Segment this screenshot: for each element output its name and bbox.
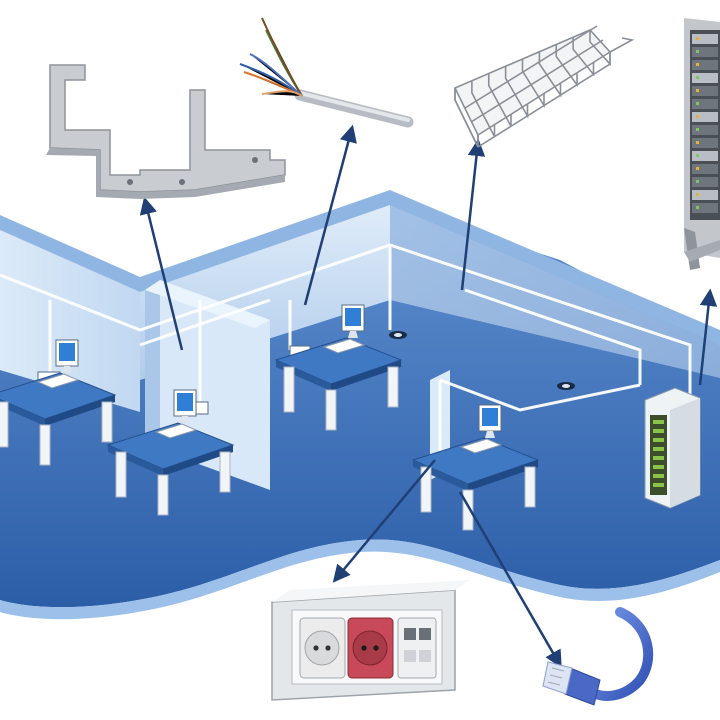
monitor-icon: [154, 389, 198, 439]
twisted-pair-cable-icon: [239, 17, 414, 128]
cable-bracket-icon: [46, 64, 286, 199]
network-outlet-icon: [271, 580, 470, 701]
monitor-icon: [36, 339, 80, 389]
arrow-to-rack: [698, 288, 718, 386]
workstation: [274, 304, 403, 431]
wire-mesh-tray-icon: [453, 25, 635, 148]
server-rack-icon: [684, 18, 720, 270]
callout-arrows: [139, 124, 718, 669]
arrow-to-tray: [460, 138, 486, 291]
workstation: [106, 389, 235, 516]
distribution-cabinet: [644, 387, 701, 509]
arrow-to-cable: [303, 124, 357, 306]
cable-routes: [0, 243, 692, 455]
arrow-to-plug: [458, 491, 562, 669]
floor-outlets: [389, 331, 575, 390]
arrow-to-bracket: [139, 196, 184, 351]
monitor-icon: [322, 304, 366, 354]
office-walls: [0, 190, 720, 490]
workstations: [0, 304, 540, 531]
workstation: [0, 339, 117, 466]
workstation: [411, 404, 540, 531]
arrow-to-outlet: [332, 459, 436, 583]
rj45-patch-cord-icon: [542, 607, 654, 706]
monitor-icon: [459, 404, 503, 454]
